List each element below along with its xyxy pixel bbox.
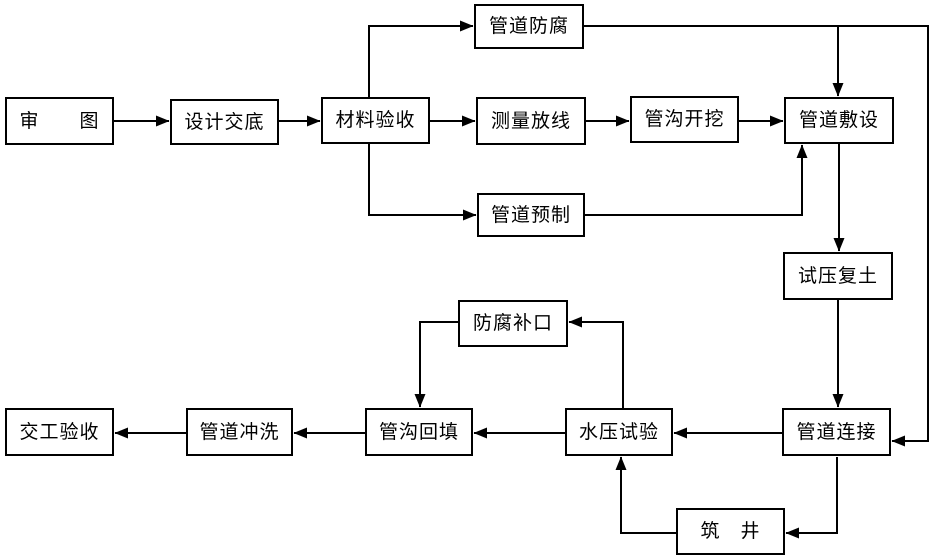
node-jiaogong-yanshou: 交工验收 xyxy=(5,408,114,456)
edge-shuiya-shiyan-to-fangfu-bukou xyxy=(568,316,624,408)
edge-guandao-fangfu-to-guandao-lianjie xyxy=(584,25,929,447)
node-zhu-jing: 筑 井 xyxy=(676,508,785,555)
node-guandao-yuzhi: 管道预制 xyxy=(477,193,585,237)
node-guandao-fushe: 管道敷设 xyxy=(784,97,894,144)
edge-cailiao-yanshou-to-guandao-yuzhi xyxy=(368,144,477,221)
node-guangou-huitian: 管沟回填 xyxy=(365,408,473,456)
edge-fangfu-bukou-to-guangou-huitian xyxy=(414,321,458,408)
edge-guandao-lianjie-to-zhu-jing xyxy=(785,457,838,539)
node-fangfu-bukou: 防腐补口 xyxy=(458,300,568,347)
node-guandao-chongxi: 管道冲洗 xyxy=(186,408,293,456)
node-sheji-jiaodi: 设计交底 xyxy=(170,99,279,145)
edge-zhu-jing-to-shuiya-shiyan xyxy=(615,456,676,534)
node-guandao-fangfu: 管道防腐 xyxy=(474,4,584,49)
node-guangou-kaiwa: 管沟开挖 xyxy=(630,96,739,143)
node-shen-tu: 审 图 xyxy=(5,97,114,145)
node-shuiya-shiyan: 水压试验 xyxy=(565,408,673,456)
node-shiya-futu: 试压复土 xyxy=(783,252,893,300)
node-celiang-fangxian: 测量放线 xyxy=(476,97,586,145)
node-cailiao-yanshou: 材料验收 xyxy=(321,97,430,144)
edge-cailiao-yanshou-to-guandao-fangfu xyxy=(368,20,474,97)
node-guandao-lianjie: 管道连接 xyxy=(782,408,891,456)
edge-guandao-yuzhi-to-guandao-fushe xyxy=(585,144,808,216)
